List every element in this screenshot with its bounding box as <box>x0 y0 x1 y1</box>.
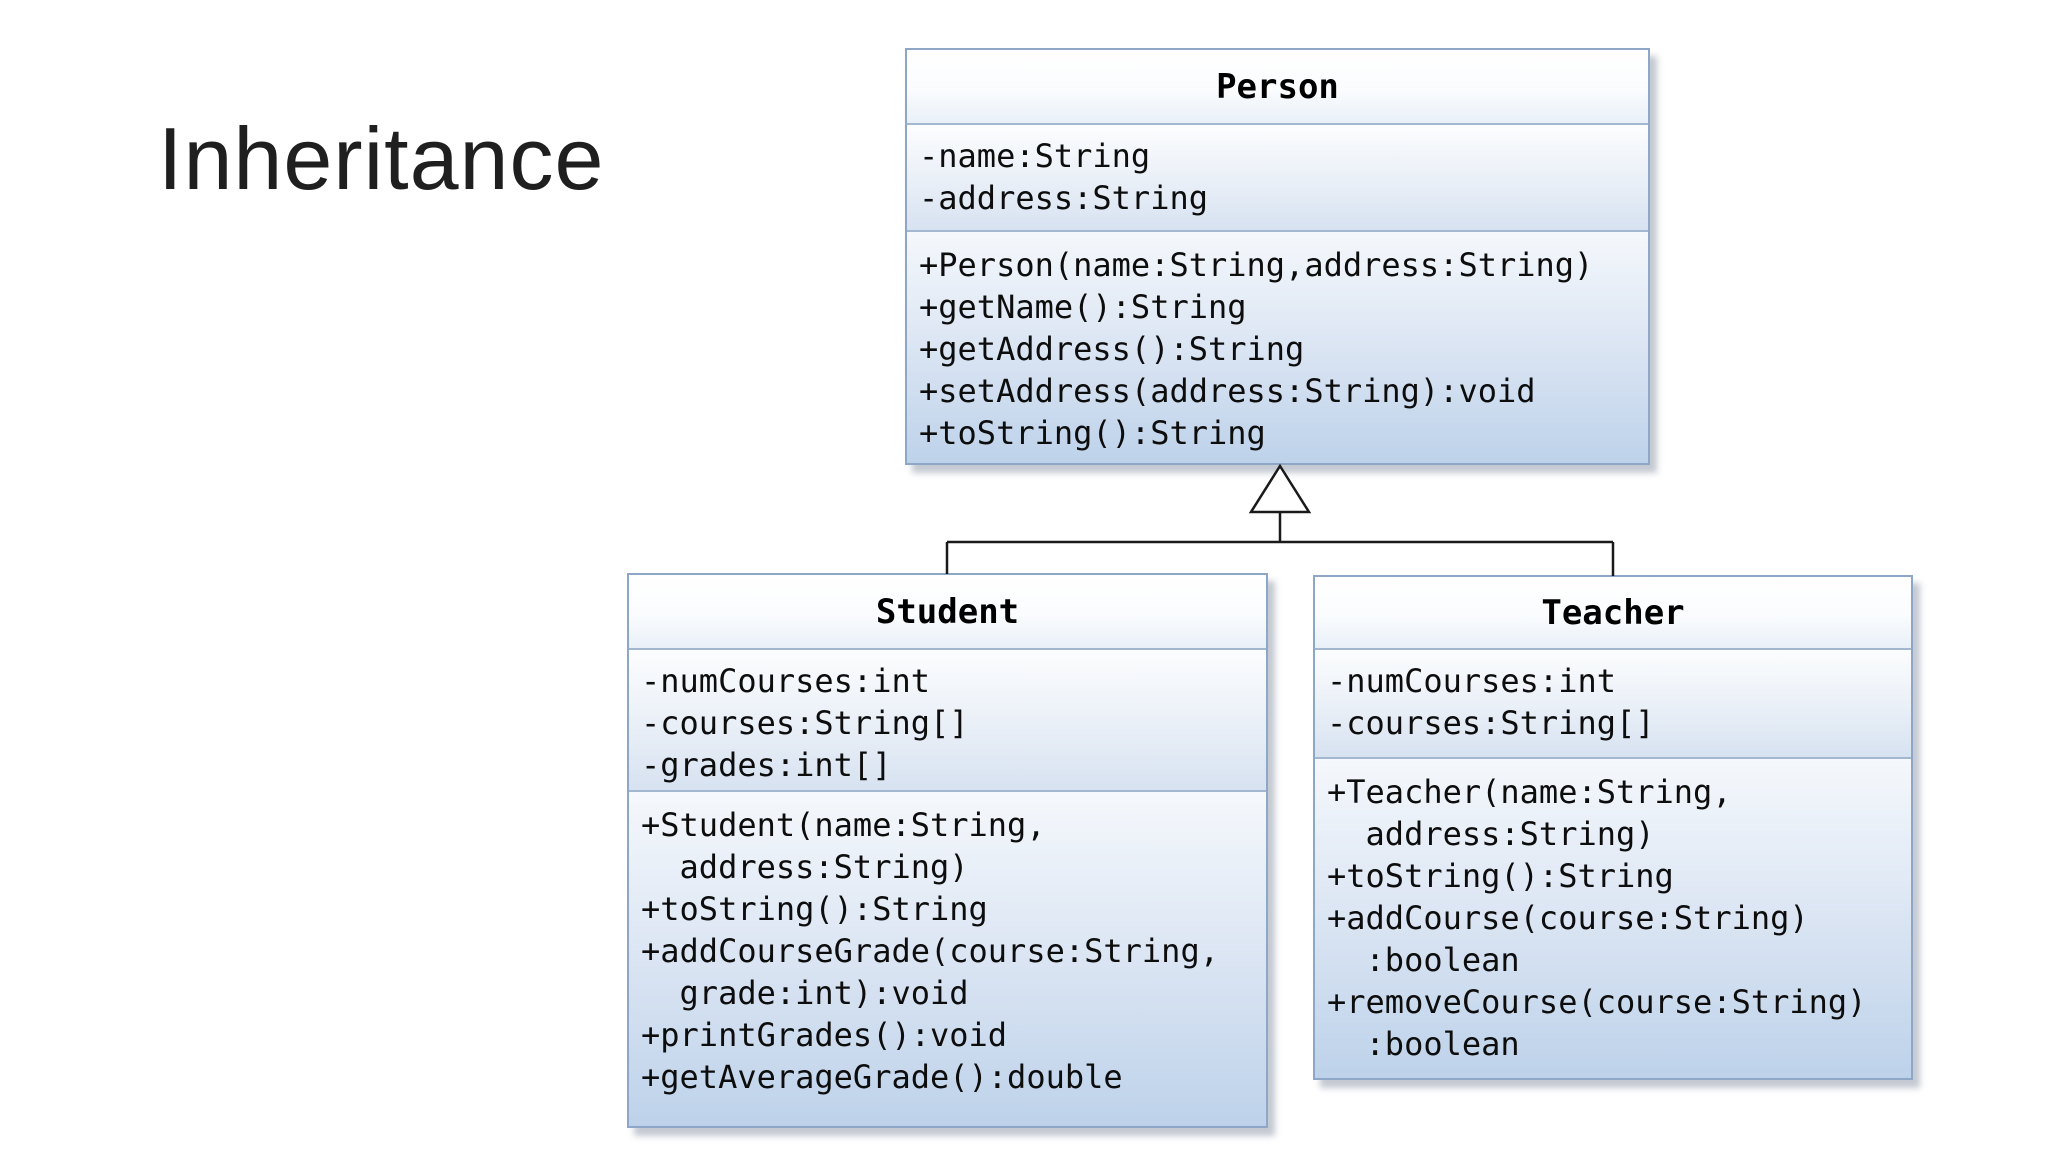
method-line: :boolean <box>1327 1025 1520 1063</box>
method-line: +Student(name:String, <box>641 806 1046 844</box>
person-methods: +Person(name:String,address:String) +get… <box>907 232 1648 463</box>
student-attributes: -numCourses:int -courses:String[] -grade… <box>629 650 1266 792</box>
attribute-line: -address:String <box>919 179 1208 217</box>
attribute-line: -courses:String[] <box>641 704 969 742</box>
method-line: +toString():String <box>919 414 1266 452</box>
method-line: +getAddress():String <box>919 330 1305 368</box>
class-name-person: Person <box>907 50 1648 125</box>
inheritance-triangle-icon <box>1248 463 1312 514</box>
method-line: grade:int):void <box>641 974 969 1012</box>
class-name-student: Student <box>629 575 1266 650</box>
slide-title: Inheritance <box>158 109 605 208</box>
method-line: +addCourseGrade(course:String, <box>641 932 1219 970</box>
teacher-attributes: -numCourses:int -courses:String[] <box>1315 650 1911 759</box>
method-line: address:String) <box>1327 815 1655 853</box>
method-line: +getAverageGrade():double <box>641 1058 1123 1096</box>
method-line: +removeCourse(course:String) <box>1327 983 1867 1021</box>
attribute-line: -courses:String[] <box>1327 704 1655 742</box>
person-attributes: -name:String -address:String <box>907 125 1648 232</box>
teacher-methods: +Teacher(name:String, address:String) +t… <box>1315 759 1911 1078</box>
method-line: :boolean <box>1327 941 1520 979</box>
uml-class-teacher: Teacher -numCourses:int -courses:String[… <box>1313 575 1913 1080</box>
attribute-line: -numCourses:int <box>641 662 930 700</box>
uml-class-student: Student -numCourses:int -courses:String[… <box>627 573 1268 1128</box>
method-line: +setAddress(address:String):void <box>919 372 1536 410</box>
student-methods: +Student(name:String, address:String) +t… <box>629 792 1266 1126</box>
method-line: +printGrades():void <box>641 1016 1008 1054</box>
method-line: +addCourse(course:String) <box>1327 899 1809 937</box>
attribute-line: -grades:int[] <box>641 746 892 784</box>
method-line: +getName():String <box>919 288 1247 326</box>
method-line: address:String) <box>641 848 969 886</box>
attribute-line: -name:String <box>919 137 1151 175</box>
uml-class-person: Person -name:String -address:String +Per… <box>905 48 1650 465</box>
attribute-line: -numCourses:int <box>1327 662 1616 700</box>
method-line: +toString():String <box>1327 857 1674 895</box>
method-line: +toString():String <box>641 890 988 928</box>
method-line: +Teacher(name:String, <box>1327 773 1732 811</box>
method-line: +Person(name:String,address:String) <box>919 246 1594 284</box>
class-name-teacher: Teacher <box>1315 577 1911 650</box>
